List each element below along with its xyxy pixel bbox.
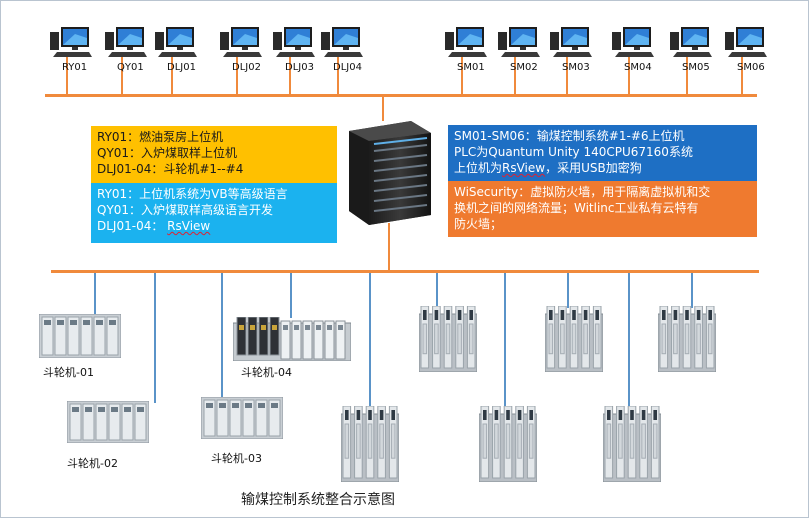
orange-line-2: 换机之间的网络流量；Witlinc工业私有云特有 [454, 201, 699, 215]
workstation-label: DLJ02 [232, 62, 261, 73]
pc-drop [628, 56, 630, 96]
pc-drop [514, 56, 516, 96]
rack-drop [436, 273, 438, 308]
workstation-icon [444, 26, 488, 60]
workstation-icon [49, 26, 93, 60]
workstation-icon [320, 26, 364, 60]
workstation-label: SM06 [737, 62, 765, 73]
yellow-line-3: DLJ01-04：斗轮机#1--#4 [97, 162, 244, 176]
blue-line-3c: ，采用USB加密狗 [545, 161, 642, 175]
quantum-plc-rack-icon [418, 305, 478, 376]
orange-line-3: 防火墙； [454, 217, 503, 231]
blue-line-3a: 上位机为 [454, 161, 503, 175]
info-box-yellow: RY01：燃油泵房上位机 QY01：入炉煤取样上位机 DLJ01-04：斗轮机#… [91, 126, 337, 183]
top-network-bus [45, 94, 757, 97]
blue-line-3: 上位机为RsView，采用USB加密狗 [454, 160, 751, 176]
pc-drop [289, 56, 291, 96]
rack-label-02: 斗轮机-02 [67, 457, 118, 470]
quantum-plc-rack-icon [340, 405, 400, 486]
rack-drop [94, 273, 96, 318]
workstation-icon [219, 26, 263, 60]
quantum-plc-rack-icon [602, 405, 662, 486]
info-box-cyan: RY01：上位机系统为VB等高级语言 QY01：入炉煤取样高级语言开发 DLJ0… [91, 183, 337, 243]
pc-drop [337, 56, 339, 96]
workstation-icon [669, 26, 713, 60]
cyan-line-3: DLJ01-04： RsView [97, 218, 331, 234]
rack-drop [567, 273, 569, 308]
workstation-label: SM02 [510, 62, 538, 73]
rack-drop [369, 273, 371, 408]
workstation-icon [611, 26, 655, 60]
quantum-plc-rack-icon [657, 305, 717, 376]
workstation-label: SM04 [624, 62, 652, 73]
workstation-label: DLJ04 [333, 62, 362, 73]
pc-drop [171, 56, 173, 96]
rack-label-04: 斗轮机-04 [241, 366, 292, 379]
workstation-icon [497, 26, 541, 60]
pc-drop [121, 56, 123, 96]
workstation-icon [272, 26, 316, 60]
cyan-line-1: RY01：上位机系统为VB等高级语言 [97, 187, 288, 201]
plc-rack-icon [38, 313, 122, 362]
server-icon [349, 121, 431, 225]
rack-label-03: 斗轮机-03 [211, 452, 262, 465]
plc-rack-icon [200, 396, 284, 443]
workstation-label: DLJ03 [285, 62, 314, 73]
yellow-line-2: QY01：入炉煤取样上位机 [97, 146, 238, 160]
rack-drop [154, 273, 156, 403]
cyan-line-3a: DLJ01-04： [97, 219, 164, 233]
workstation-label: SM01 [457, 62, 485, 73]
rack-drop [504, 273, 506, 408]
quantum-plc-rack-icon [478, 405, 538, 486]
pc-drop [66, 56, 68, 96]
orange-line-1: WiSecurity：虚拟防火墙，用于隔离虚拟机和交 [454, 185, 711, 199]
pc-drop [566, 56, 568, 96]
diagram-caption: 输煤控制系统整合示意图 [241, 492, 395, 508]
info-box-blue: SM01-SM06：输煤控制系统#1-#6上位机 PLC为Quantum Uni… [448, 125, 757, 181]
workstation-label: SM03 [562, 62, 590, 73]
rack-drop [691, 273, 693, 308]
workstation-icon [104, 26, 148, 60]
workstation-icon [549, 26, 593, 60]
pc-drop [741, 56, 743, 96]
workstation-label: SM05 [682, 62, 710, 73]
cyan-line-3b: RsView [167, 219, 211, 233]
workstation-icon [724, 26, 768, 60]
workstation-icon [154, 26, 198, 60]
bottom-network-bus [51, 270, 759, 273]
workstation-label: QY01 [117, 62, 144, 73]
workstation-label: DLJ01 [167, 62, 196, 73]
info-box-orange: WiSecurity：虚拟防火墙，用于隔离虚拟机和交 换机之间的网络流量；Wit… [448, 181, 757, 237]
quantum-plc-rack-icon [544, 305, 604, 376]
pc-drop [236, 56, 238, 96]
workstation-label: RY01 [62, 62, 88, 73]
blue-line-3b: RsView [502, 161, 546, 175]
plc-rack-icon [66, 400, 150, 447]
yellow-line-1: RY01：燃油泵房上位机 [97, 130, 224, 144]
rack-drop [628, 273, 630, 408]
rack-label-01: 斗轮机-01 [43, 366, 94, 379]
server-downlink [388, 223, 390, 271]
cyan-line-2: QY01：入炉煤取样高级语言开发 [97, 203, 274, 217]
server-uplink [382, 96, 384, 121]
pc-drop [686, 56, 688, 96]
rack-drop [221, 273, 223, 398]
rack-drop [290, 273, 292, 318]
blue-line-1: SM01-SM06：输煤控制系统#1-#6上位机 [454, 129, 685, 143]
plc-rack-icon [232, 316, 352, 365]
blue-line-2: PLC为Quantum Unity 140CPU67160系统 [454, 145, 693, 159]
pc-drop [461, 56, 463, 96]
